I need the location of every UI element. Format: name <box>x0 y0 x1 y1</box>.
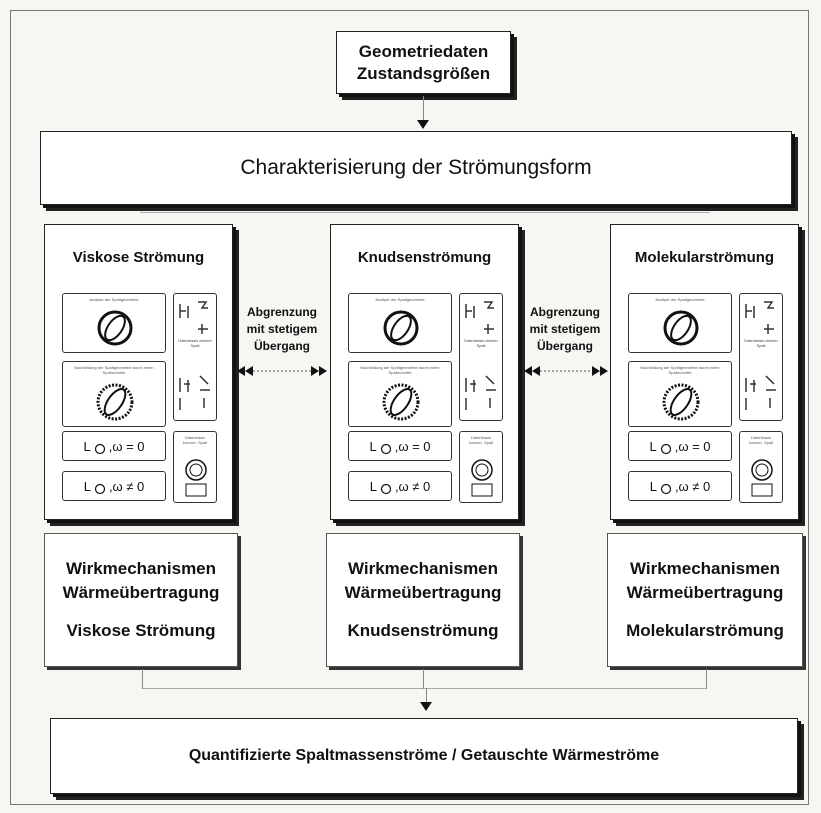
gap-sections-icon <box>662 383 700 421</box>
input-line-2: Zustandsgrößen <box>356 63 491 83</box>
l-omega-nonzero-panel: L ,ω ≠ 0 <box>628 471 732 501</box>
connector-merge <box>142 688 707 689</box>
l-omega-nonzero-panel: L ,ω ≠ 0 <box>348 471 452 501</box>
mechanisms-box-molecular: Wirkmechanismen Wärmeübertragung Molekul… <box>607 533 803 667</box>
gap-symbol-icon <box>660 443 671 455</box>
result-label: Quantifizierte Spaltmassenströme / Getau… <box>188 747 660 764</box>
chart-glyphs-icon <box>745 301 776 410</box>
connector-col2 <box>423 669 424 689</box>
l-omega-zero-panel: L ,ω = 0 <box>628 431 732 461</box>
double-arrow-icon <box>237 366 327 376</box>
database-caption: Datenbasis ebener Spalt <box>744 338 778 348</box>
gap-sections-icon <box>96 383 134 421</box>
concentric-gap-icon <box>751 459 773 497</box>
gap-analysis-panel: Analyse der Spaltgeometrie <box>348 293 452 353</box>
characterization-box: Charakterisierung der Strömungsform <box>40 131 792 205</box>
database-concentric-gap-panel: Datenbasis konzen. Spalt <box>739 431 783 503</box>
flow-panel-title: Knudsenströmung <box>357 249 492 266</box>
chart-glyphs-icon <box>465 301 496 410</box>
l-omega-zero-panel: L ,ω = 0 <box>62 431 166 461</box>
input-data-box: Geometriedaten Zustandsgrößen <box>336 31 511 94</box>
gap-replication-panel: Nachbildung der Spaltgeometrie durch ein… <box>62 361 166 427</box>
database-plane-gap-panel: Datenbasis ebener Spalt <box>459 293 503 421</box>
gap-symbol-icon <box>660 483 672 495</box>
gap-geometry-icon <box>97 310 133 346</box>
mechanisms-box-viscous: Wirkmechanismen Wärmeübertragung Viskose… <box>44 533 238 667</box>
connector-branch <box>140 212 710 213</box>
database-plane-gap-panel: Datenbasis ebener Spalt <box>739 293 783 421</box>
arrow-down-icon <box>420 702 432 711</box>
double-arrow-icon <box>524 366 608 376</box>
concentric-gap-icon <box>185 459 207 497</box>
connector-col3 <box>706 669 707 689</box>
l-omega-nonzero-panel: L ,ω ≠ 0 <box>62 471 166 501</box>
flow-panel-viscous: Viskose Strömung Analyse der Spaltgeomet… <box>44 224 233 520</box>
gap-geometry-icon <box>663 310 699 346</box>
database-plane-gap-panel: Datenbasis ebener Spalt <box>173 293 217 421</box>
boundary-label-2: Abgrenzung mit stetigem Übergang <box>529 305 601 353</box>
flow-panel-molecular: Molekularströmung Analyse der Spaltgeome… <box>610 224 799 520</box>
gap-analysis-panel: Analyse der Spaltgeometrie <box>628 293 732 353</box>
characterization-label: Charakterisierung der Strömungsform <box>240 156 592 179</box>
chart-glyphs-icon <box>179 301 210 410</box>
flow-panel-title: Molekularströmung <box>634 249 775 266</box>
database-caption: Datenbasis ebener Spalt <box>178 338 212 348</box>
result-box: Quantifizierte Spaltmassenströme / Getau… <box>50 718 798 794</box>
gap-symbol-icon <box>94 443 105 455</box>
arrow-down-icon <box>417 120 429 129</box>
gap-geometry-icon <box>383 310 419 346</box>
gap-symbol-icon <box>380 483 392 495</box>
database-concentric-gap-panel: Datenbasis konzen. Spalt <box>173 431 217 503</box>
gap-replication-panel: Nachbildung der Spaltgeometrie durch ein… <box>348 361 452 427</box>
gap-symbol-icon <box>380 443 391 455</box>
mechanisms-box-knudsen: Wirkmechanismen Wärmeübertragung Knudsen… <box>326 533 520 667</box>
flow-panel-title: Viskose Strömung <box>72 249 205 266</box>
flow-panel-knudsen: Knudsenströmung Analyse der Spaltgeometr… <box>330 224 519 520</box>
database-caption: Datenbasis ebener Spalt <box>464 338 498 348</box>
boundary-label-1: Abgrenzung mit stetigem Übergang <box>246 305 318 353</box>
figure-frame <box>10 10 809 805</box>
gap-sections-icon <box>382 383 420 421</box>
gap-analysis-panel: Analyse der Spaltgeometrie <box>62 293 166 353</box>
gap-replication-panel: Nachbildung der Spaltgeometrie durch ein… <box>628 361 732 427</box>
database-concentric-gap-panel: Datenbasis konzen. Spalt <box>459 431 503 503</box>
connector-col1 <box>142 669 143 689</box>
gap-symbol-icon <box>94 483 106 495</box>
input-line-1: Geometriedaten <box>358 41 489 61</box>
connector-result <box>426 688 427 702</box>
concentric-gap-icon <box>471 459 493 497</box>
l-omega-zero-panel: L ,ω = 0 <box>348 431 452 461</box>
connector-top <box>423 96 424 121</box>
